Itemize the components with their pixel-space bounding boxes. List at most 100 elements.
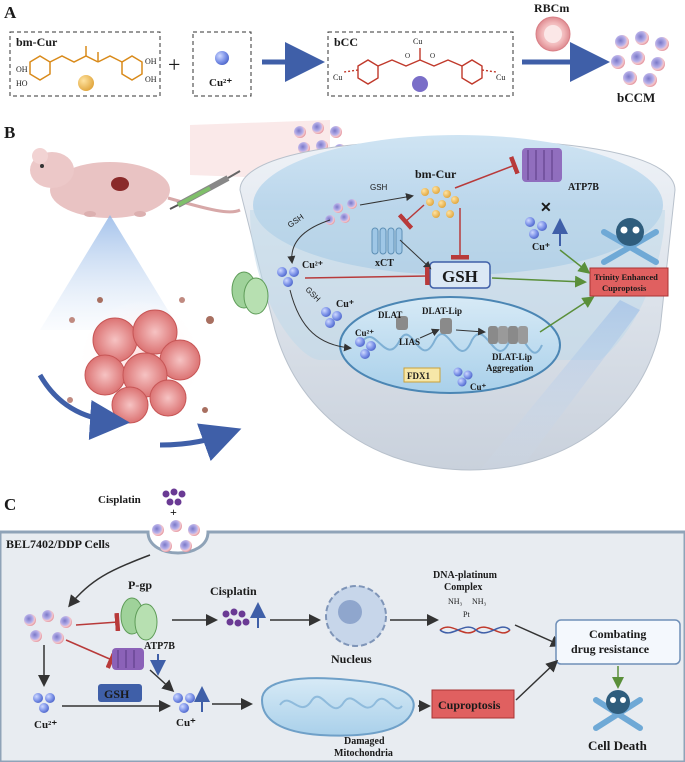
trinity-line-1: Trinity Enhanced: [594, 272, 658, 282]
arrow-dlat-agg: [455, 327, 486, 336]
oh-label-3: OH: [145, 57, 157, 66]
beam-mouse: [40, 215, 180, 330]
dlat-agg-label-2: Aggregation: [486, 363, 533, 373]
plus-icon-c: +: [170, 505, 177, 519]
trinity-box: [589, 267, 669, 297]
beam-cell: [480, 300, 640, 470]
arrow-cupro-combat: [515, 659, 559, 701]
cu2-cluster-b: [277, 267, 299, 287]
damaged-mitochondria: [260, 677, 415, 737]
syringe-icon: [169, 170, 241, 210]
pt-label: Pt: [463, 610, 470, 619]
damaged-label-1: Damaged: [344, 736, 385, 747]
arrow-nano-to-bmcur: [359, 193, 414, 206]
combating-box: [555, 619, 681, 665]
cu-left-label: Cu: [333, 73, 342, 82]
cu-plus-2-label: Cu⁺: [336, 299, 354, 310]
cu-right-label: Cu: [496, 73, 505, 82]
gsh-big-label: GSH: [442, 267, 478, 286]
combating-line-2: drug resistance: [571, 642, 650, 656]
panel-b: B: [4, 120, 676, 471]
arrow-xct-gsh: [399, 239, 432, 270]
cu2-sphere: [215, 51, 229, 65]
pgp-icon-c: [120, 597, 158, 641]
atp7b-transporter-b: [522, 148, 562, 182]
panel-b-letter: B: [4, 123, 15, 142]
nucleus-label: Nucleus: [331, 652, 372, 666]
bcc-structure: [343, 48, 497, 85]
bcc-label: bCC: [334, 35, 358, 49]
cell-death-label: Cell Death: [588, 738, 648, 753]
arrow-to-mito: [289, 289, 352, 352]
dna-pt-label-1: DNA-platinum: [433, 570, 498, 581]
nh3-a-label: NH₃: [448, 597, 463, 606]
bccm-label: bCCM: [617, 90, 655, 105]
nanoparticles-c-inside: [24, 610, 72, 644]
skull-icon: [601, 218, 659, 265]
dlat-agg-protein: [488, 326, 528, 344]
cuproptosis-box: [431, 689, 515, 719]
bcc-sphere: [412, 76, 428, 92]
damaged-label-2: Mitochondria: [334, 748, 393, 759]
cu2-c-label: Cu²⁺: [34, 719, 57, 731]
mouse-icon: [30, 148, 241, 218]
oh-label-1: OH: [16, 65, 28, 74]
cu-plus-cluster-2: [321, 307, 342, 328]
oh-label-2: HO: [16, 79, 28, 88]
cu-plus-c-label: Cu⁺: [176, 717, 196, 729]
cuproptosis-label: Cuproptosis: [438, 698, 501, 712]
inhibit-pgp: [75, 612, 121, 632]
gsh-c-label: GSH: [104, 687, 130, 701]
xct-transporter: [371, 227, 403, 255]
dlat-lip-protein: [440, 318, 452, 334]
nh3-b-label: NH₃: [472, 597, 487, 606]
cu2-label: Cu²⁺: [209, 77, 232, 89]
cisplatin-dots-top: [162, 488, 186, 506]
combating-line-1: Combating: [589, 627, 646, 641]
plus-icon: +: [168, 52, 180, 77]
cu2-b-label: Cu²⁺: [302, 260, 323, 271]
arrow-c-entry: [68, 554, 151, 608]
cell-line-label: BEL7402/DDP Cells: [6, 537, 110, 551]
bm-cur-b-label: bm-Cur: [415, 167, 457, 181]
cu-plus-3-label: Cu⁺: [470, 382, 487, 392]
bccm-cluster: [611, 31, 669, 87]
arrow-agg-trinity: [539, 296, 595, 333]
o-right-label: O: [430, 52, 435, 60]
skull-icon-c: [593, 690, 643, 731]
cu-plus-cluster-3: [453, 367, 473, 387]
cisplatin-dots-mid: [222, 608, 250, 627]
bm-cur-label: bm-Cur: [16, 35, 58, 49]
fdx1-label: FDX1: [407, 371, 430, 381]
inhibit-atp7b-c: [65, 639, 117, 669]
dlat-lip-label: DLAT-Lip: [422, 306, 462, 316]
arrow-lias: [419, 328, 440, 339]
cu2-mito-cluster: [355, 337, 376, 359]
panel-a-letter: A: [4, 3, 17, 22]
trinity-line-2: Cuproptosis: [602, 283, 647, 293]
x-mark-icon: ✕: [540, 201, 552, 216]
nucleus-icon: [325, 585, 387, 647]
cu-plus-cluster-1: [525, 217, 547, 239]
atp7b-transporter-c: [112, 648, 144, 670]
pgp-label: P-gp: [128, 578, 152, 592]
inhibit-bmcur-xct: [397, 204, 425, 230]
cu-top-label: Cu: [413, 37, 422, 46]
cisplatin-top-label: Cisplatin: [98, 494, 141, 506]
nanoparticles-c-top: [152, 520, 200, 552]
arrow-b-tumor-2: [159, 423, 242, 462]
tumor-cluster: [67, 297, 214, 424]
inhibit-bmcur-atp7b: [454, 156, 520, 189]
arrow-gsh-trinity: [491, 275, 587, 288]
gsh-small-1: GSH: [370, 183, 388, 192]
bm-cur-sphere: [78, 75, 94, 91]
panel-c: C Cisplatin + BEL7402/DDP Cells: [0, 488, 685, 762]
atp7b-b-label: ATP7B: [568, 182, 599, 193]
lias-label: LIAS: [399, 337, 420, 347]
bcc-box: [327, 31, 514, 97]
gsh-c-box: [98, 684, 142, 702]
xct-label: xCT: [375, 258, 394, 269]
cisplatin-mid-label: Cisplatin: [210, 584, 257, 598]
arrow-b-tumor-1: [37, 373, 130, 440]
